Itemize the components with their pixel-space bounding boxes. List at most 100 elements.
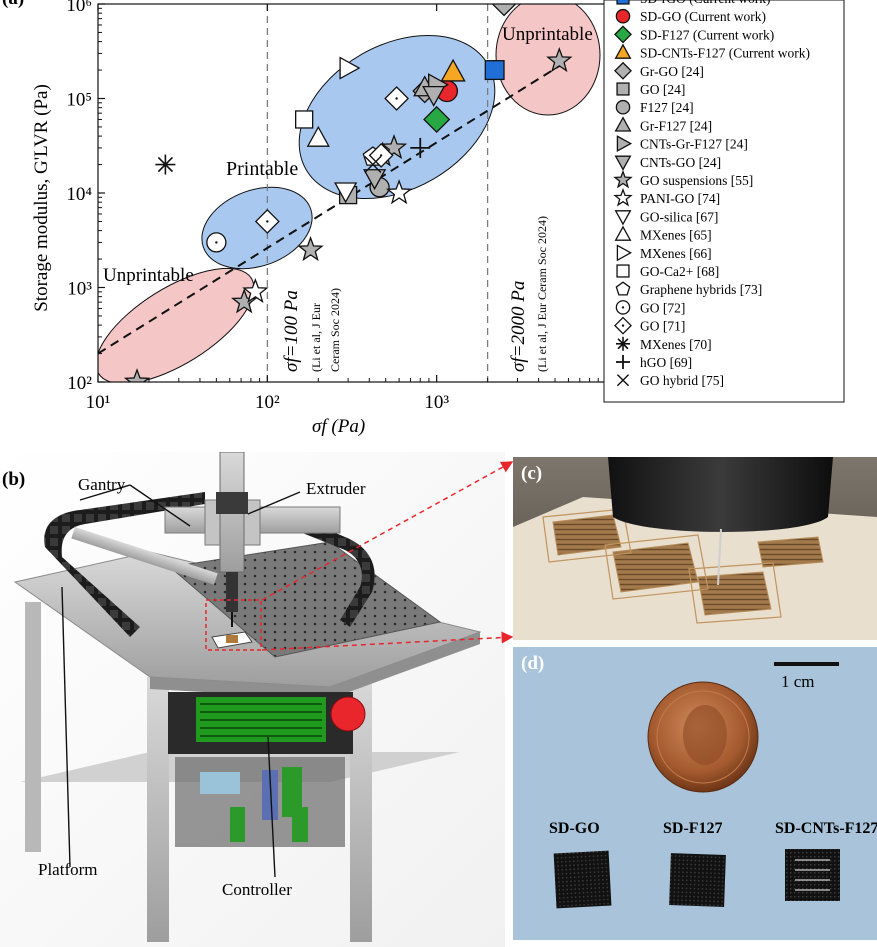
threshold-note-100-line2: Ceram Soc 2024) bbox=[328, 288, 342, 372]
scale-bar-label: 1 cm bbox=[781, 672, 815, 691]
printed-square-1 bbox=[552, 514, 622, 556]
legend-label-5: GO [24] bbox=[640, 82, 685, 97]
trend-line bbox=[98, 63, 563, 355]
legend-label-14: MXenes [66] bbox=[640, 246, 712, 261]
emergency-stop-button bbox=[330, 696, 366, 732]
data-point-star-11-1 bbox=[385, 179, 413, 205]
legend-marker-17 bbox=[615, 300, 631, 315]
x-tick-label-0: 10¹ bbox=[86, 392, 111, 413]
legend-label-21: GO hybrid [75] bbox=[640, 373, 724, 388]
y-axis-label: Storage modulus, G'LVR (Pa) bbox=[31, 84, 52, 312]
region-label-unprintable-high: Unprintable bbox=[502, 24, 593, 45]
legend-marker-3 bbox=[614, 43, 632, 59]
region-label-printable: Printable bbox=[226, 158, 298, 180]
data-point-star-10-5 bbox=[546, 47, 573, 73]
unprintable-region-high bbox=[495, 4, 601, 116]
data-point-star-10-2 bbox=[297, 236, 324, 262]
legend-marker-10 bbox=[613, 169, 633, 189]
printed-square-2 bbox=[612, 542, 699, 593]
legend-marker-11 bbox=[613, 187, 633, 207]
legend-label-17: GO [72] bbox=[640, 300, 685, 315]
legend-marker-16 bbox=[615, 281, 631, 296]
legend-label-7: Gr-F127 [24] bbox=[640, 118, 712, 133]
legend-label-10: GO suspensions [55] bbox=[640, 173, 753, 188]
panel-b-printer-render: (b) Gantry Extruder bbox=[0, 452, 505, 947]
legend-marker-13 bbox=[614, 225, 632, 241]
data-point-diamond-dot-18-0 bbox=[254, 209, 280, 234]
y-tick-label-1: 10³ bbox=[67, 279, 92, 300]
legend-label-9: CNTs-GO [24] bbox=[640, 155, 721, 170]
legend-label-8: CNTs-Gr-F127 [24] bbox=[640, 137, 748, 152]
panel-a-label: (a) bbox=[2, 0, 24, 9]
legend-marker-15 bbox=[616, 264, 630, 278]
data-point-plus-20-0 bbox=[410, 137, 431, 158]
y-tick-label-3: 10⁵ bbox=[66, 90, 92, 111]
legend-label-18: GO [71] bbox=[640, 319, 685, 334]
data-point-star-10-0 bbox=[123, 368, 151, 382]
legend-box bbox=[603, 0, 845, 403]
legend-marker-14 bbox=[616, 244, 633, 262]
extruder-syringe bbox=[226, 572, 238, 612]
legend-label-15: GO-Ca2+ [68] bbox=[640, 264, 719, 279]
legend-label-6: F127 [24] bbox=[640, 100, 694, 115]
legend-marker-9 bbox=[614, 155, 632, 171]
data-point-triangle-up-3-0 bbox=[440, 58, 466, 82]
data-point-triangle-up-13-0 bbox=[306, 125, 330, 147]
data-point-star-10-4 bbox=[380, 134, 408, 160]
table-leg-front-right bbox=[350, 674, 372, 942]
threshold-note-2000: (Li et al, J Eur Ceram Soc 2024) bbox=[535, 216, 549, 372]
legend-marker-8 bbox=[616, 135, 633, 153]
sample-sd-go bbox=[553, 850, 612, 909]
legend-label-1: SD-GO (Current work) bbox=[640, 9, 766, 24]
legend-label-4: Gr-GO [24] bbox=[640, 64, 704, 79]
threshold-note-100-line1: (Li et al, J Eur bbox=[309, 303, 323, 372]
gantry-rail-left bbox=[71, 527, 218, 585]
data-point-triangle-right-14-0 bbox=[339, 56, 361, 80]
legend-marker-18 bbox=[614, 316, 632, 335]
panel-c-label: (c) bbox=[521, 463, 542, 484]
legend-marker-4 bbox=[614, 61, 632, 80]
data-point-star-11-0 bbox=[242, 277, 269, 304]
nozzle-needle bbox=[717, 528, 722, 586]
legend-label-13: MXenes [65] bbox=[640, 228, 712, 243]
data-point-diamond-dot-18-1 bbox=[384, 86, 410, 111]
x-axis-label: σf (Pa) bbox=[312, 416, 365, 437]
sample-label-sd-f127: SD-F127 bbox=[663, 820, 723, 837]
legend-label-0: SD-rGO (Current work) bbox=[640, 0, 770, 6]
y-tick-label-0: 10² bbox=[67, 373, 92, 394]
sample-sd-f127 bbox=[669, 853, 726, 907]
legend-label-2: SD-F127 (Current work) bbox=[640, 27, 774, 42]
focus-region-box bbox=[205, 599, 262, 651]
legend-marker-19 bbox=[616, 336, 630, 351]
region-label-unprintable-low: Unprintable bbox=[103, 265, 194, 286]
legend-label-16: Graphene hybrids [73] bbox=[640, 282, 762, 297]
legend-marker-7 bbox=[614, 116, 632, 132]
panel-d-label: (d) bbox=[521, 653, 544, 674]
legend-marker-20 bbox=[616, 355, 630, 369]
legend-label-11: PANI-GO [74] bbox=[640, 191, 720, 206]
panel-d-samples-photo: (d) 1 cm SD-GO SD-F127 SD-CNTs-F127 bbox=[513, 647, 877, 940]
legend-marker-0 bbox=[616, 0, 630, 5]
legend-label-3: SD-CNTs-F127 (Current work) bbox=[640, 46, 810, 61]
data-point-cross-21-0 bbox=[364, 156, 382, 174]
legend-marker-5 bbox=[616, 82, 630, 96]
label-gantry: Gantry bbox=[78, 475, 126, 494]
legend-label-12: GO-silica [67] bbox=[640, 209, 718, 224]
sample-sd-cnts-f127 bbox=[785, 849, 840, 901]
table-leg-front-left bbox=[147, 677, 169, 942]
printable-region-small bbox=[201, 186, 313, 270]
panel-b-label: (b) bbox=[2, 469, 25, 490]
printed-square-3 bbox=[697, 571, 772, 616]
data-point-square-0-0 bbox=[484, 60, 505, 81]
data-point-triangle-down-12-0 bbox=[334, 182, 358, 204]
label-platform: Platform bbox=[38, 860, 98, 879]
data-point-diamond-4-0 bbox=[491, 4, 517, 17]
y-tick-label-2: 10⁴ bbox=[66, 184, 92, 205]
data-point-diamond-2-0 bbox=[423, 105, 451, 134]
y-tick-label-4: 10⁶ bbox=[66, 0, 92, 16]
data-point-triangle-down-9-1 bbox=[422, 85, 446, 107]
data-point-square-15-0 bbox=[295, 110, 314, 129]
legend-marker-6 bbox=[615, 99, 631, 115]
table-top-front-edge bbox=[150, 632, 480, 699]
